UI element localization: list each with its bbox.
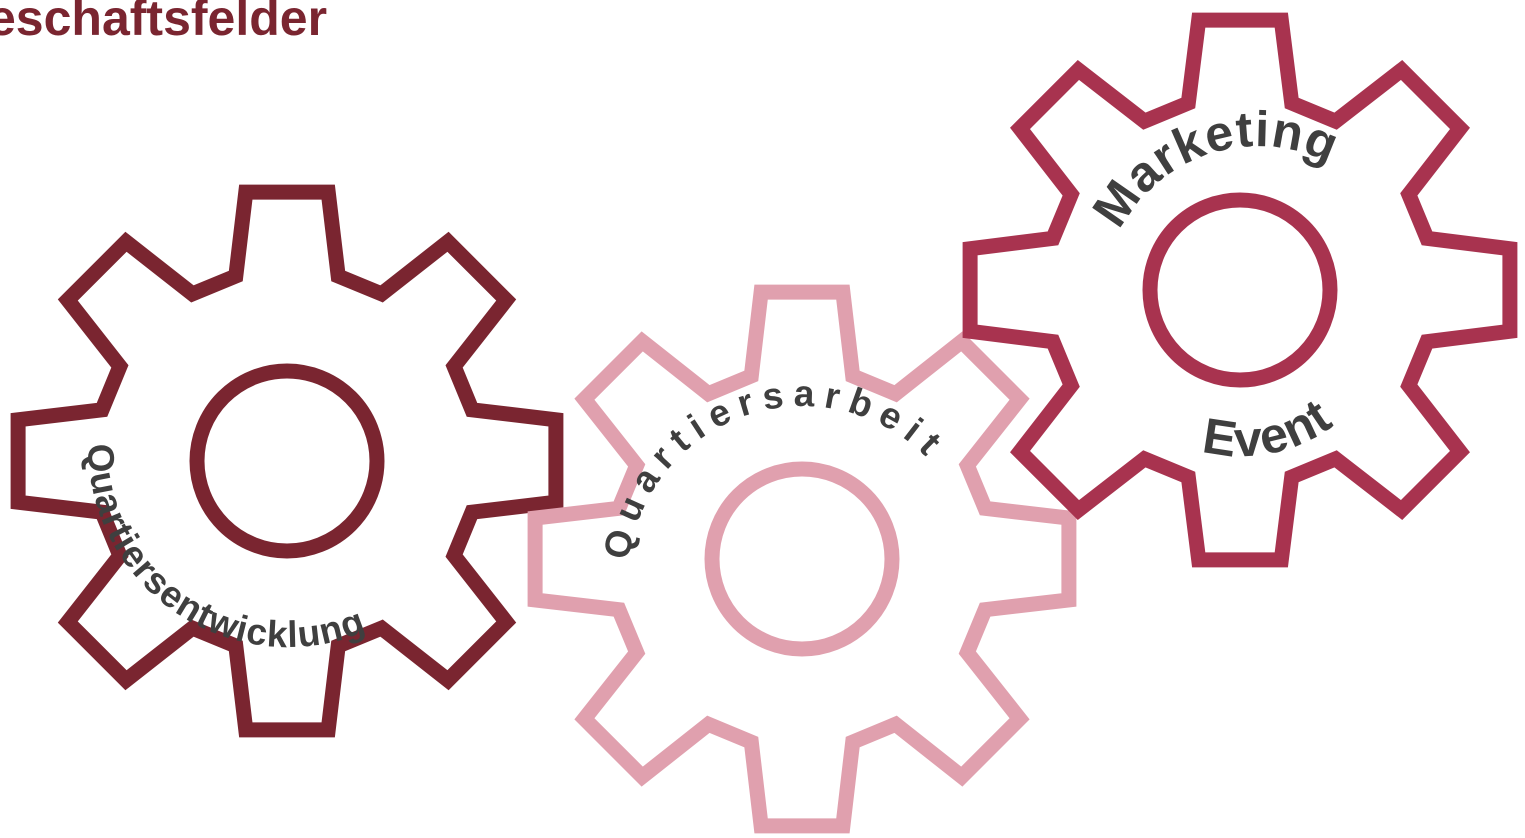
gear-marketing-event: Marketing Event — [962, 12, 1518, 568]
page-title: eschaftsfelder — [0, 0, 328, 46]
gear-outline-marketing-event — [962, 12, 1518, 568]
gear-quartiersarbeit: Quartiersarbeit — [527, 284, 1077, 834]
gear-hub-marketing-event — [1142, 192, 1338, 388]
gear-outline-quartiersentwicklung — [10, 184, 564, 738]
gear-hub-quartiersentwicklung — [189, 363, 385, 559]
gear-outline-quartiersarbeit — [527, 284, 1077, 834]
gear-label-event: Event — [1199, 387, 1341, 467]
gear-hub-quartiersarbeit — [704, 461, 900, 657]
gear-label-marketing: Marketing — [1082, 101, 1347, 236]
gear-quartiersentwicklung: Quartiersentwicklung — [10, 184, 564, 738]
